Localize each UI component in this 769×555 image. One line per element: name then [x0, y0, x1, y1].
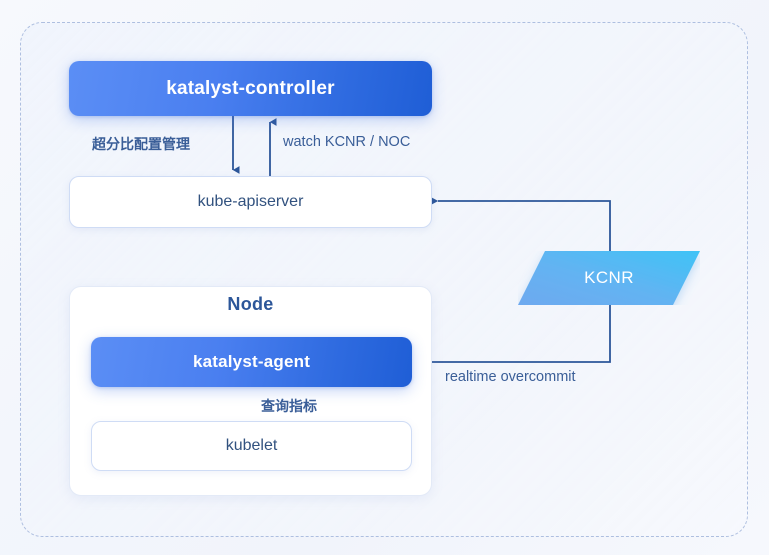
katalyst-agent-box[interactable]: katalyst-agent [91, 337, 412, 387]
edge-label-watch: watch KCNR / NOC [283, 134, 411, 150]
kube-apiserver-box[interactable]: kube-apiserver [69, 176, 432, 228]
kcnr-shape [518, 251, 700, 305]
node-group-title: Node [227, 294, 274, 314]
edge-label-realtime-overcommit: realtime overcommit [445, 369, 576, 385]
edge-label-overcommit-config: 超分比配置管理 [92, 136, 190, 152]
kubelet-box[interactable]: kubelet [91, 421, 412, 471]
katalyst-controller-box[interactable]: katalyst-controller [69, 61, 432, 116]
edge-label-query-metrics: 查询指标 [261, 398, 317, 414]
kcnr-polygon [518, 251, 700, 305]
